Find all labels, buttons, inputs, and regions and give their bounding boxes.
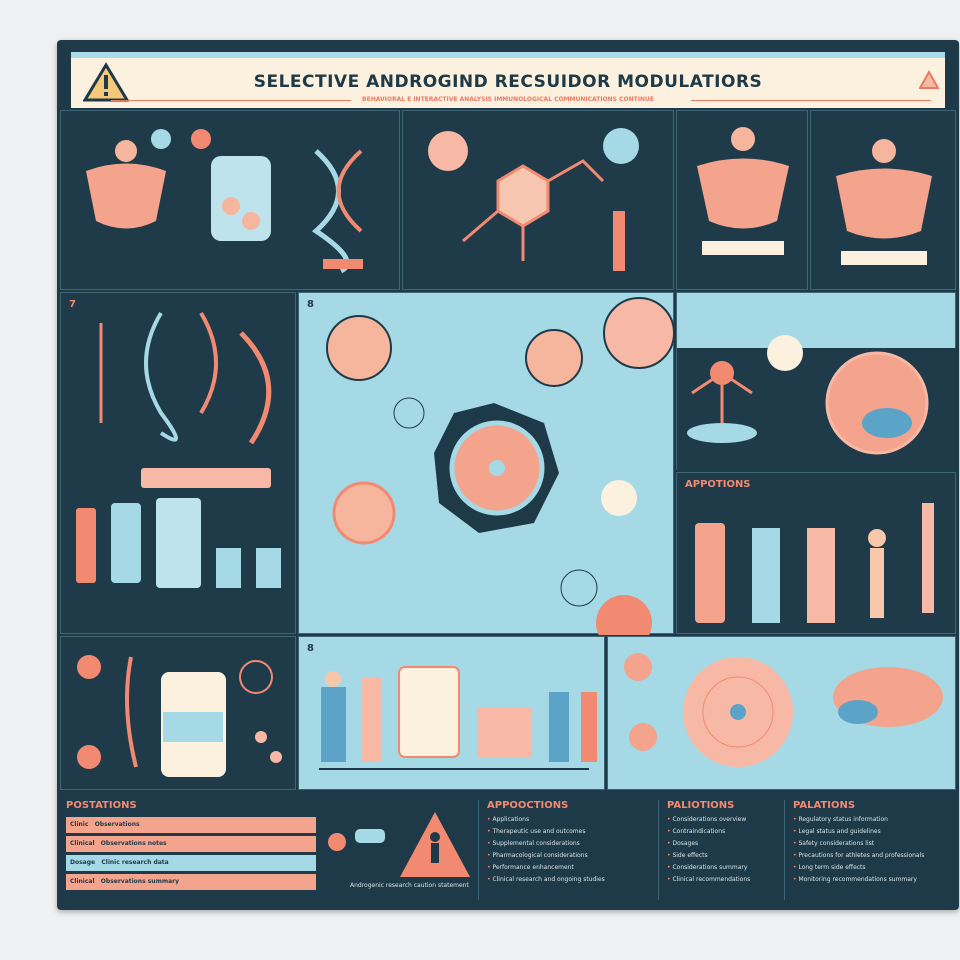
bullet-item: Clinical research and ongoing studies [487,876,658,883]
people-jars-illustration [319,666,597,770]
panel-bottle-dna [60,636,296,790]
panel-people-jars: 8 [298,636,605,790]
row-label: Dosage [70,859,96,866]
row-label: Clinical [70,878,95,885]
table-title: POSTATIONS [66,800,137,811]
panel-molecule [402,110,674,290]
divider [691,100,931,101]
muscle-figure-icon [697,127,789,255]
bullet-item: Legal status and guidelines [793,828,956,835]
poster-title: SELECTIVE ANDROGIND RECSUIDOR MODULATIOR… [253,72,763,92]
panel-target-tissue [607,636,956,790]
bullet-item: Considerations summary [667,864,783,871]
panel-applications-vials: APPOTIONS [676,472,956,634]
infographic-poster: SELECTIVE ANDROGIND RECSUIDOR MODULATIOR… [57,40,959,910]
table-row: Clinic Observations [66,817,316,833]
bullet-item: Applications [487,816,658,823]
divider [111,100,351,101]
bullet-item: Contraindications [667,828,783,835]
table-row: Clinical Observations notes [66,836,316,852]
bullet-item: Safety considerations list [793,840,956,847]
section-title: APPOTIONS [685,479,751,490]
muscle-figure-icon [836,139,932,265]
section-title: PALIOTIONS [667,800,735,811]
panel-mechanism-center: 8 [298,292,675,651]
table-row: Dosage Clinic research data [66,855,316,871]
caution-note: Androgenic research caution statement [350,882,469,889]
bullet-item: Dosages [667,840,783,847]
row-value: Observations notes [100,840,167,847]
row-value: Observations summary [100,878,179,885]
row-label: Clinical [70,840,95,847]
bullet-item: Regulatory status information [793,816,956,823]
positions-table: POSTATIONS Clinic Observations Clinical … [66,800,316,893]
bullet-item: Long term side effects [793,864,956,871]
target-tissue-illustration [624,653,943,767]
bullet-item: Performance enhancement [487,864,658,871]
bullet-item: Supplemental considerations [487,840,658,847]
panel-muscle-figure-1 [676,110,808,290]
table-row: Clinical Observations summary [66,874,316,890]
section-considerations: PALIOTIONS Considerations overviewContra… [658,800,783,900]
warning-small-icon [919,70,939,89]
panel-number: 8 [307,643,314,654]
panel-muscle-jar-dna [60,110,400,290]
section-title: APPOOCTIONS [487,800,569,811]
panel-number: 7 [69,299,76,310]
bullet-item: Therapeutic use and outcomes [487,828,658,835]
bullet-item: Precautions for athletes and professiona… [793,852,956,859]
poster-subtitle: BEHAVIORAL E INTERACTIVE ANALYSIS IMMUNO… [362,96,654,103]
section-title: PALATIONS [793,800,856,811]
warning-triangle-icon [83,62,129,102]
header-banner: SELECTIVE ANDROGIND RECSUIDOR MODULATIOR… [71,52,945,108]
receptor-mechanism-diagram [326,297,675,651]
panel-muscle-figure-2 [810,110,956,290]
row-value: Observations [94,821,140,828]
section-applications: APPOOCTIONS ApplicationsTherapeutic use … [478,800,658,900]
vials-syringe-illustration [695,503,934,623]
bottle-dna-illustration [77,655,282,777]
bullet-item: Side effects [667,852,783,859]
body-jar-dna-illustration [86,129,363,274]
panel-tissue-binding [676,292,957,471]
section-precautions: PALATIONS Regulatory status informationL… [784,800,956,900]
row-label: Clinic [70,821,89,828]
caution-person-icon [328,812,470,877]
bullet-item: Monitoring recommendations summary [793,876,956,883]
bullet-item: Clinical recommendations [667,876,783,883]
tissue-binding-illustration [677,335,957,471]
bullet-item: Considerations overview [667,816,783,823]
molecule-structure-illustration [428,128,639,271]
panel-number: 8 [307,299,314,310]
bullet-item: Pharmacological considerations [487,852,658,859]
panel-dna-vials: 7 [60,292,296,634]
bottom-summary: POSTATIONS Clinic Observations Clinical … [60,792,956,906]
row-value: Clinic research data [101,859,169,866]
dna-vials-illustration [76,311,281,588]
